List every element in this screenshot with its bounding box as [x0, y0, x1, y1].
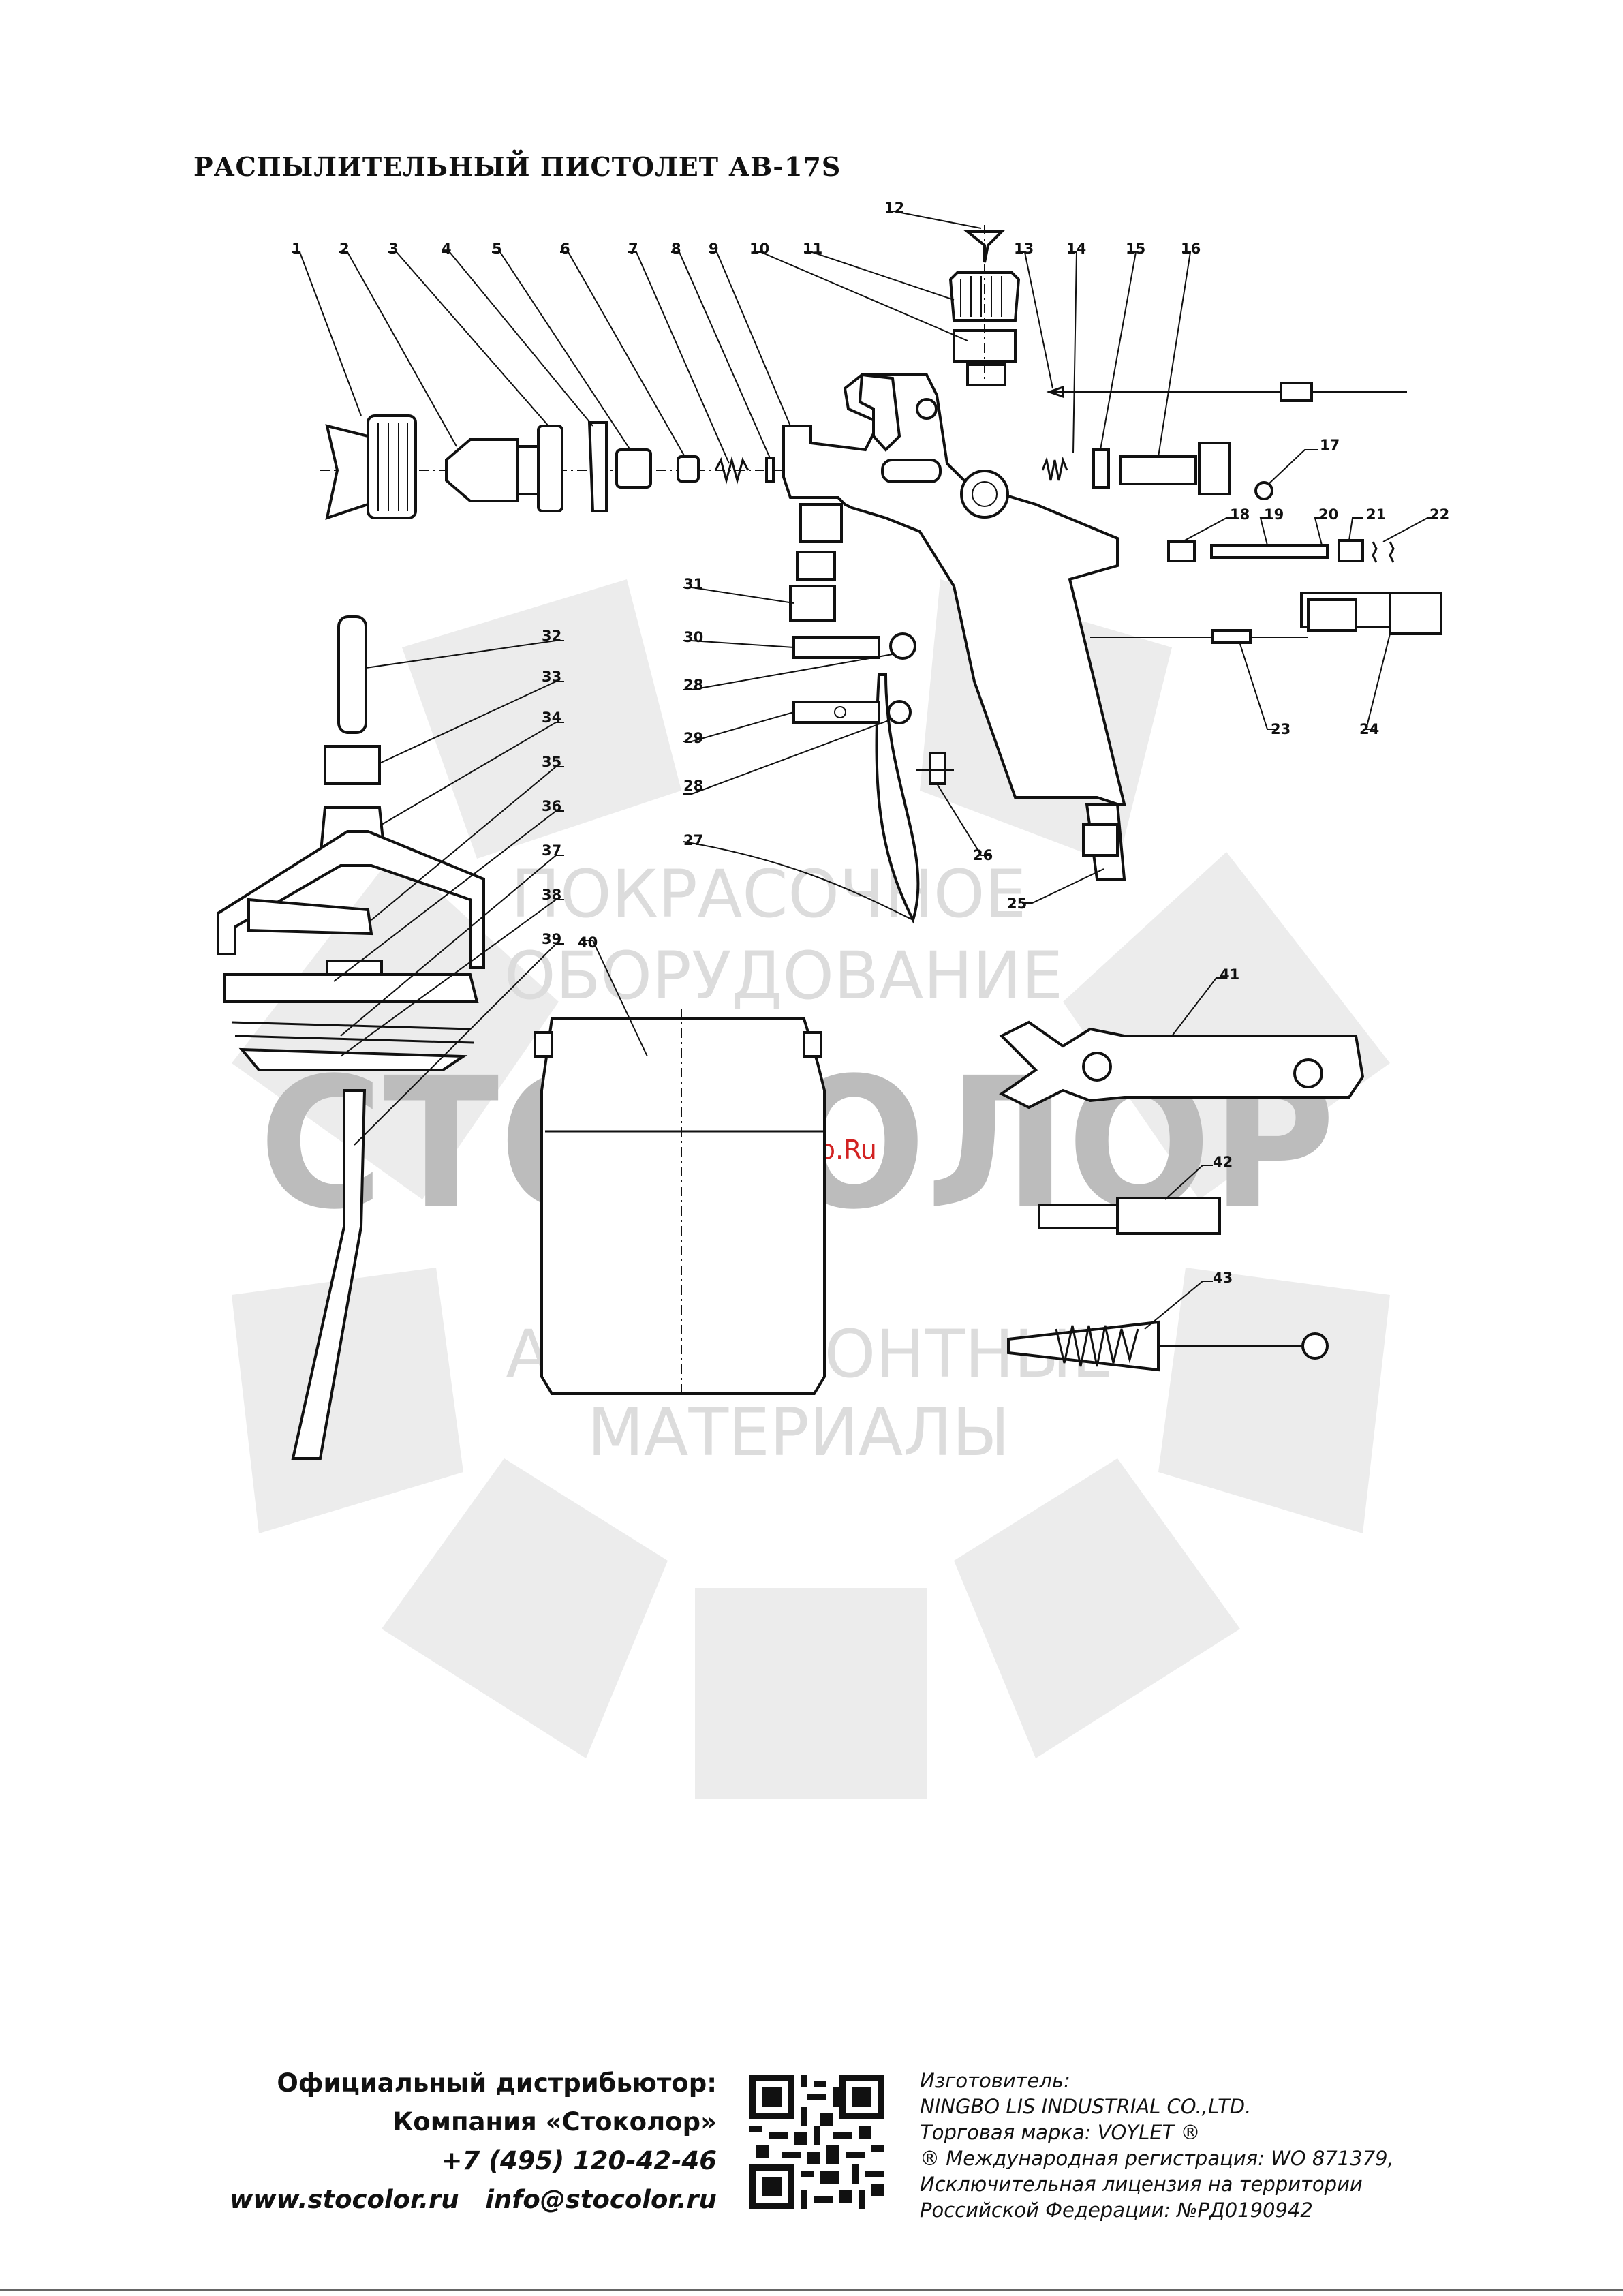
part-label-14: 14 — [1066, 241, 1086, 257]
part-label-18: 18 — [1230, 506, 1250, 523]
part-label-9: 9 — [709, 241, 719, 257]
manufacturer-block: Изготовитель: NINGBO LIS INDUSTRIAL CO.,… — [920, 2068, 1394, 2223]
part-label-8: 8 — [671, 241, 681, 257]
part-label-38: 38 — [542, 887, 561, 903]
part-label-33: 33 — [542, 669, 561, 685]
bottom-rule — [0, 2289, 1623, 2291]
part-label-21: 21 — [1366, 506, 1386, 523]
part-label-37: 37 — [542, 842, 561, 859]
part-label-17: 17 — [1320, 437, 1340, 453]
distributor-website[interactable]: www.stocolor.ru — [230, 2185, 459, 2214]
part-label-26: 26 — [973, 847, 993, 863]
manufacturer-line: ® Международная регистрация: WO 871379, — [920, 2147, 1394, 2170]
watermark-line-4: МАТЕРИАЛЫ — [587, 1394, 1010, 1471]
part-label-1: 1 — [292, 241, 302, 257]
part-label-4: 4 — [442, 241, 452, 257]
part-label-13: 13 — [1014, 241, 1034, 257]
manufacturer-line: Исключительная лицензия на территории — [920, 2173, 1363, 2196]
manufacturer-line: Российской Федерации: №РД0190942 — [920, 2199, 1313, 2222]
part-label-39: 39 — [542, 931, 561, 947]
distributor-block: Официальный дистрибьютор: Компания «Сток… — [230, 2064, 717, 2219]
part-label-3: 3 — [388, 241, 399, 257]
part-label-43: 43 — [1213, 1270, 1233, 1286]
part-label-28b: 28 — [683, 677, 703, 693]
part-label-42: 42 — [1213, 1154, 1233, 1170]
part-label-36: 36 — [542, 798, 561, 814]
part-label-40: 40 — [578, 934, 598, 951]
part-label-2: 2 — [339, 241, 350, 257]
part-label-7: 7 — [628, 241, 638, 257]
part-label-27: 27 — [683, 832, 703, 848]
part-label-16: 16 — [1181, 241, 1201, 257]
part-label-30: 30 — [683, 629, 703, 645]
part-label-29: 29 — [683, 730, 703, 746]
part-label-24: 24 — [1359, 721, 1379, 737]
distributor-label: Официальный дистрибьютор: — [277, 2068, 717, 2098]
part-label-5: 5 — [492, 241, 502, 257]
part-label-20: 20 — [1318, 506, 1338, 523]
part-label-23: 23 — [1271, 721, 1290, 737]
part-number-labels: 1 2 3 4 5 6 7 8 9 10 11 12 13 14 15 16 1… — [292, 200, 1449, 1286]
parts-drawing — [217, 211, 1442, 1460]
manufacturer-line: Торговая марка: VOYLET ® — [920, 2121, 1201, 2144]
part-label-22: 22 — [1429, 506, 1449, 523]
part-label-12: 12 — [884, 200, 904, 216]
part-label-19: 19 — [1264, 506, 1284, 523]
part-label-32: 32 — [542, 628, 561, 644]
distributor-company: Компания «Стоколор» — [392, 2107, 717, 2137]
manufacturer-line: Изготовитель: — [920, 2069, 1070, 2092]
manufacturer-line: NINGBO LIS INDUSTRIAL CO.,LTD. — [920, 2095, 1252, 2118]
part-label-31: 31 — [683, 576, 703, 592]
page-title: РАСПЫЛИТЕЛЬНЫЙ ПИСТОЛЕТ АВ-17S — [194, 151, 841, 182]
distributor-phone[interactable]: +7 (495) 120-42-46 — [441, 2146, 717, 2175]
watermark-line-1: ПОКРАСОЧНОЕ — [511, 856, 1026, 932]
part-label-28a: 28 — [683, 778, 703, 794]
part-label-25: 25 — [1007, 896, 1027, 912]
part-label-11: 11 — [803, 241, 822, 257]
part-label-34: 34 — [542, 709, 561, 726]
part-label-41: 41 — [1220, 966, 1239, 983]
distributor-email[interactable]: info@stocolor.ru — [485, 2185, 717, 2214]
part-label-35: 35 — [542, 754, 561, 770]
part-label-15: 15 — [1126, 241, 1145, 257]
part-label-6: 6 — [560, 241, 570, 257]
qr-code-icon — [749, 2075, 884, 2209]
part-label-10: 10 — [749, 241, 769, 257]
